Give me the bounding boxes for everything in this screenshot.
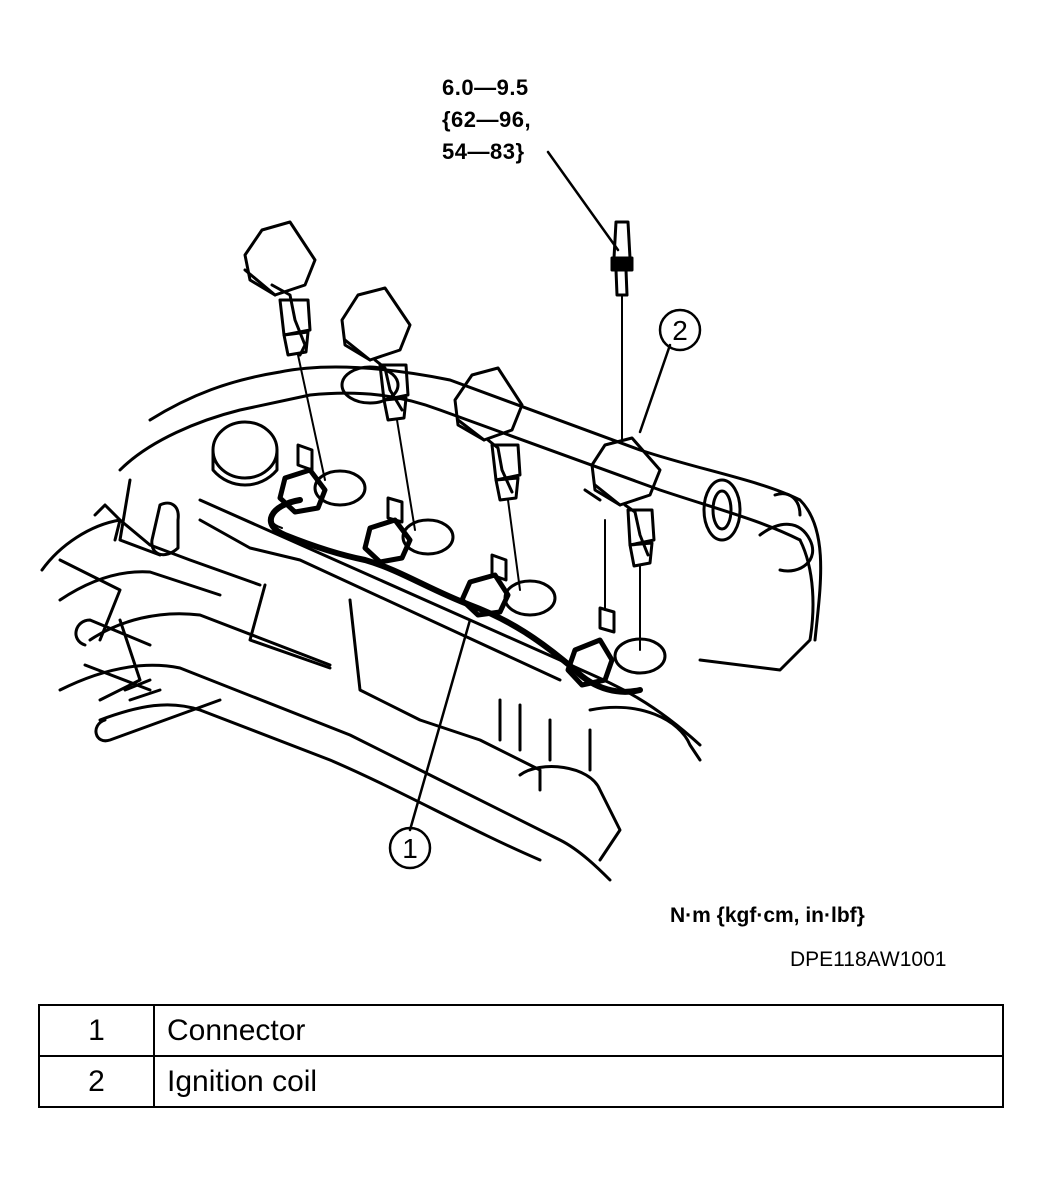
- torque-spec-line-3: 54—83}: [442, 139, 525, 164]
- studs: [296, 443, 616, 634]
- units-note: N·m {kgf·cm, in·lbf}: [670, 904, 865, 927]
- ignition-coils: [243, 220, 662, 651]
- callout-1-number: 1: [402, 833, 418, 864]
- oil-filler-cap: [702, 478, 742, 542]
- callout-1: 1: [388, 826, 432, 870]
- figure-code: DPE118AW1001: [790, 948, 947, 971]
- legend-label: Ignition coil: [153, 1055, 1004, 1108]
- connectors: [277, 467, 615, 688]
- wiring-harness: [268, 497, 643, 695]
- intake-pipes: [74, 420, 815, 743]
- torque-spec: 6.0—9.5 {62—96, 54—83}: [442, 72, 531, 168]
- callout-2: 2: [658, 308, 702, 352]
- legend-number: 2: [38, 1055, 155, 1108]
- legend-row: 2 Ignition coil: [38, 1055, 1004, 1108]
- legend-table: 1 Connector 2 Ignition coil: [38, 1004, 1004, 1108]
- torque-spec-line-2: {62—96,: [442, 107, 532, 132]
- engine-ignition-diagram: 1 2: [40, 150, 823, 882]
- legend-number: 1: [38, 1004, 155, 1057]
- callout-2-number: 2: [672, 315, 688, 346]
- coil-bolt: [610, 220, 634, 441]
- torque-spec-line-1: 6.0—9.5: [442, 75, 529, 100]
- legend-row: 1 Connector: [38, 1004, 1004, 1057]
- cylinder-head-outline: [40, 365, 823, 882]
- leader-lines: [408, 150, 672, 832]
- legend-label: Connector: [153, 1004, 1004, 1057]
